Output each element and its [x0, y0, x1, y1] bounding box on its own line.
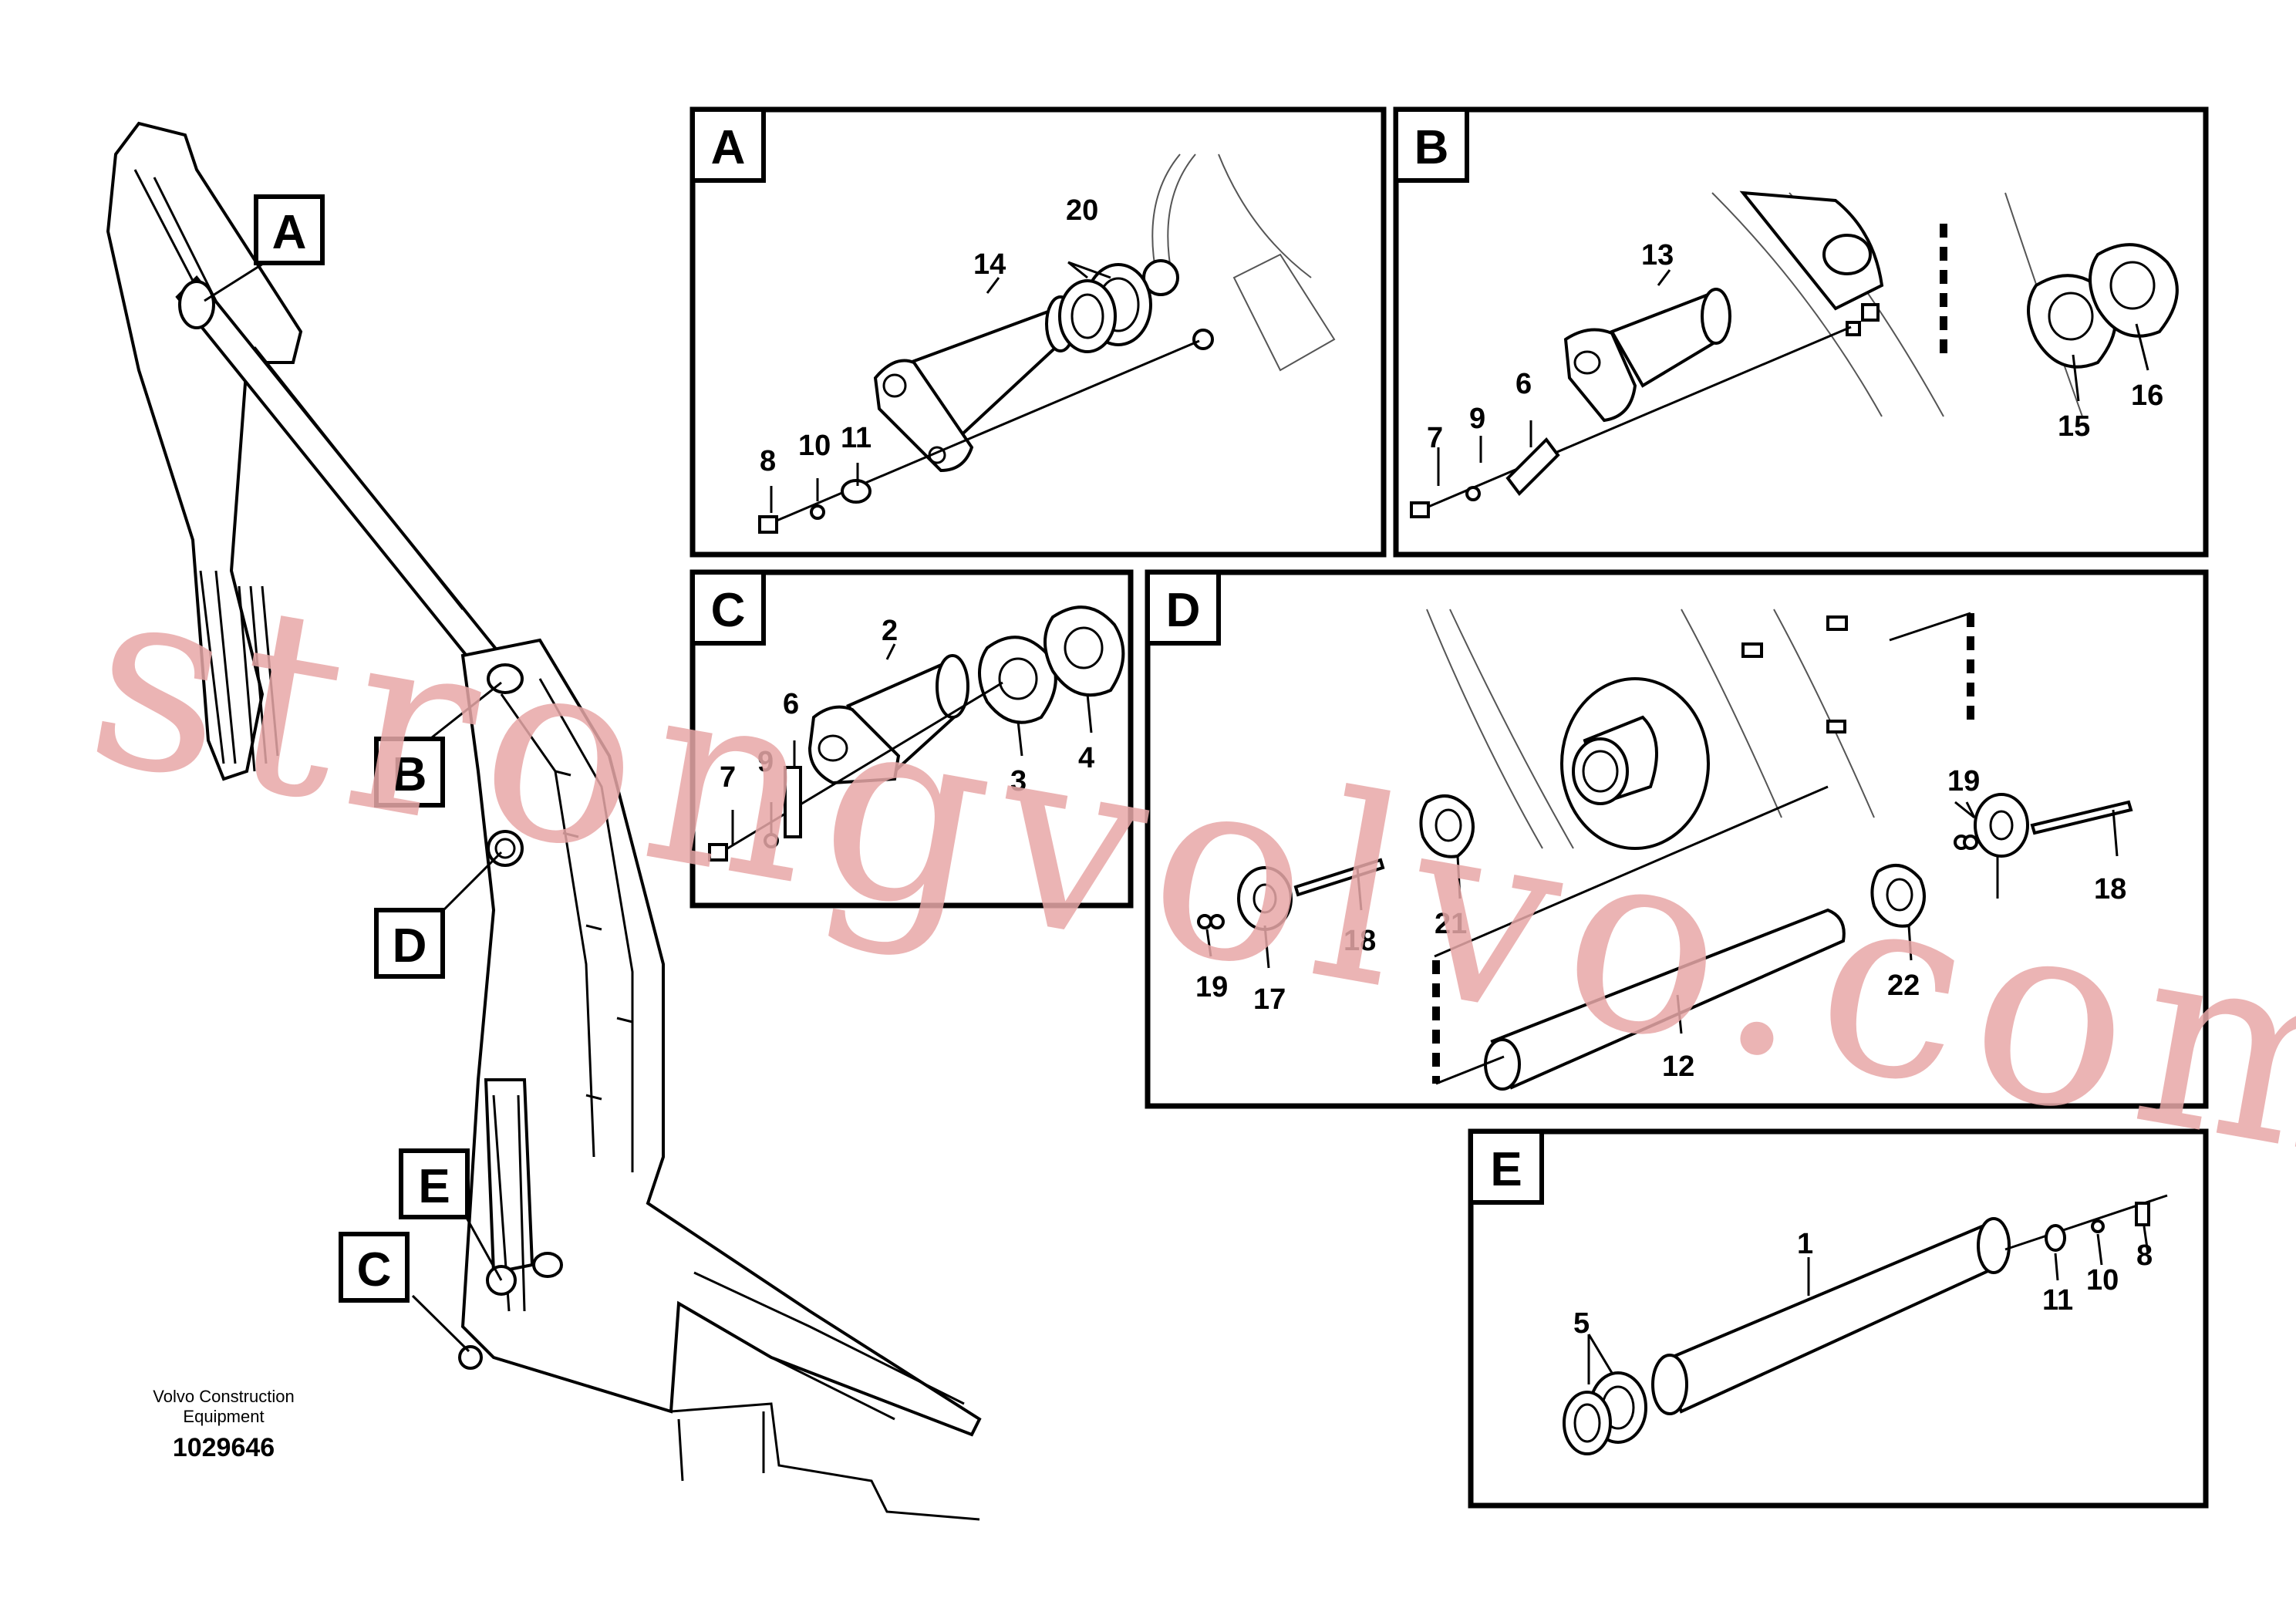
part-number-19: 19	[1195, 971, 1228, 1003]
part-number-15: 15	[2058, 410, 2090, 443]
svg-text:E: E	[418, 1160, 450, 1213]
panel-e: E 1 5 11 10 8	[1468, 1128, 2209, 1509]
panel-a-label-box	[690, 107, 766, 183]
panel-c: C 2 6 7 9 3 4	[689, 569, 1134, 909]
part-number-13: 13	[1641, 239, 1674, 271]
svg-text:A: A	[272, 206, 307, 259]
part-number-8: 8	[760, 445, 776, 477]
panel-c-label-box	[690, 570, 766, 646]
part-number-20: 20	[1066, 194, 1098, 227]
panel-b-label-box	[1394, 107, 1469, 183]
overview-boom-arm	[106, 121, 982, 1521]
panel-c-label: C	[711, 584, 746, 637]
part-number-10: 10	[2086, 1264, 2119, 1297]
svg-text:C: C	[357, 1243, 392, 1297]
part-number-19b: 19	[1947, 765, 1980, 798]
panel-d: D 21	[1145, 569, 2209, 1109]
overview-tag-e[interactable]: E	[399, 1148, 503, 1281]
part-number-17: 17	[1253, 983, 1286, 1016]
footer-block: Volvo Construction Equipment 1029646	[153, 1387, 294, 1462]
part-number-7: 7	[1427, 422, 1443, 454]
panel-d-label: D	[1166, 584, 1201, 637]
panel-e-label: E	[1490, 1143, 1522, 1196]
drawing-number: 1029646	[173, 1433, 275, 1462]
svg-text:B: B	[393, 748, 427, 801]
overview-tag-b[interactable]: B	[374, 681, 502, 808]
part-number-6: 6	[1515, 368, 1532, 400]
company-name-line2: Equipment	[183, 1407, 264, 1426]
part-number-4: 4	[1078, 742, 1094, 774]
part-number-18: 18	[1344, 925, 1376, 957]
panel-b: B 13 6 9 7 15 16	[1393, 106, 2209, 558]
part-number-9: 9	[1469, 403, 1485, 435]
svg-text:D: D	[393, 919, 427, 973]
part-number-21: 21	[1435, 908, 1467, 940]
company-name-line1: Volvo Construction	[153, 1387, 294, 1406]
part-number-3: 3	[1010, 765, 1027, 798]
panel-a-label: A	[711, 121, 746, 174]
part-number-22: 22	[1887, 969, 1920, 1002]
part-number-6: 6	[783, 688, 799, 720]
part-number-9: 9	[757, 746, 774, 778]
part-number-1: 1	[1797, 1228, 1813, 1260]
panel-e-label-box	[1468, 1129, 1544, 1205]
panel-d-label-box	[1145, 570, 1221, 646]
part-number-7: 7	[720, 761, 736, 794]
overview-tag-c[interactable]: C	[339, 1232, 470, 1353]
part-number-11: 11	[2042, 1284, 2073, 1317]
part-number-11: 11	[841, 422, 872, 454]
overview-tag-a[interactable]: A	[204, 194, 325, 302]
part-number-10: 10	[798, 430, 831, 462]
overview-tag-d[interactable]: D	[374, 851, 503, 979]
part-number-2: 2	[882, 615, 898, 647]
part-number-16: 16	[2131, 379, 2163, 412]
part-number-8: 8	[2136, 1239, 2153, 1272]
part-number-12: 12	[1662, 1050, 1694, 1083]
panel-a: A 20 14 11 10 8	[689, 106, 1387, 558]
part-number-14: 14	[973, 248, 1006, 281]
part-number-5: 5	[1573, 1307, 1590, 1340]
part-number-18b: 18	[2094, 873, 2126, 905]
panel-b-label: B	[1414, 121, 1449, 174]
